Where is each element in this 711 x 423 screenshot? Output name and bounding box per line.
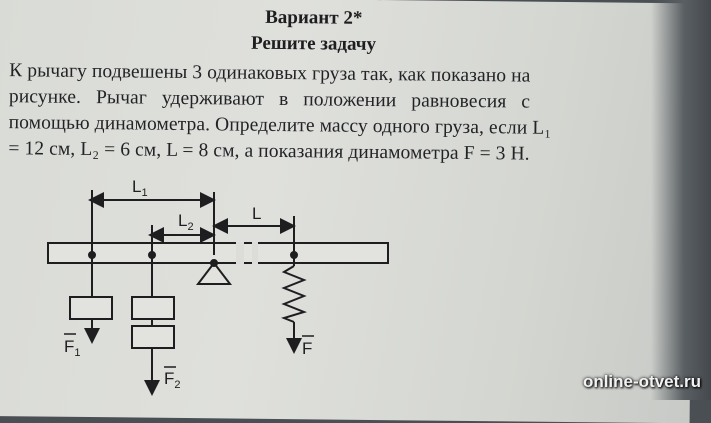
label-l: L	[252, 204, 261, 223]
lever-bar	[47, 242, 389, 264]
weight-2b	[131, 325, 175, 349]
label-f1: F1	[64, 337, 81, 359]
pivot-point	[210, 259, 218, 267]
bar-gap-2	[252, 242, 258, 264]
lever-diagram: L1 L2 L F1 F2 F	[47, 177, 389, 396]
dynamometer-spring	[280, 265, 308, 323]
weight-2a	[131, 296, 175, 320]
label-f: F	[302, 339, 312, 358]
watermark: online-otvet.ru	[582, 372, 701, 391]
label-l2: L2	[178, 211, 194, 233]
bar-gap-1	[236, 242, 244, 264]
label-l1: L1	[132, 177, 148, 199]
label-f2: F2	[164, 369, 181, 391]
pivot-triangle	[195, 261, 233, 285]
weight-1	[69, 296, 113, 320]
page-edge-shadow	[651, 0, 711, 400]
